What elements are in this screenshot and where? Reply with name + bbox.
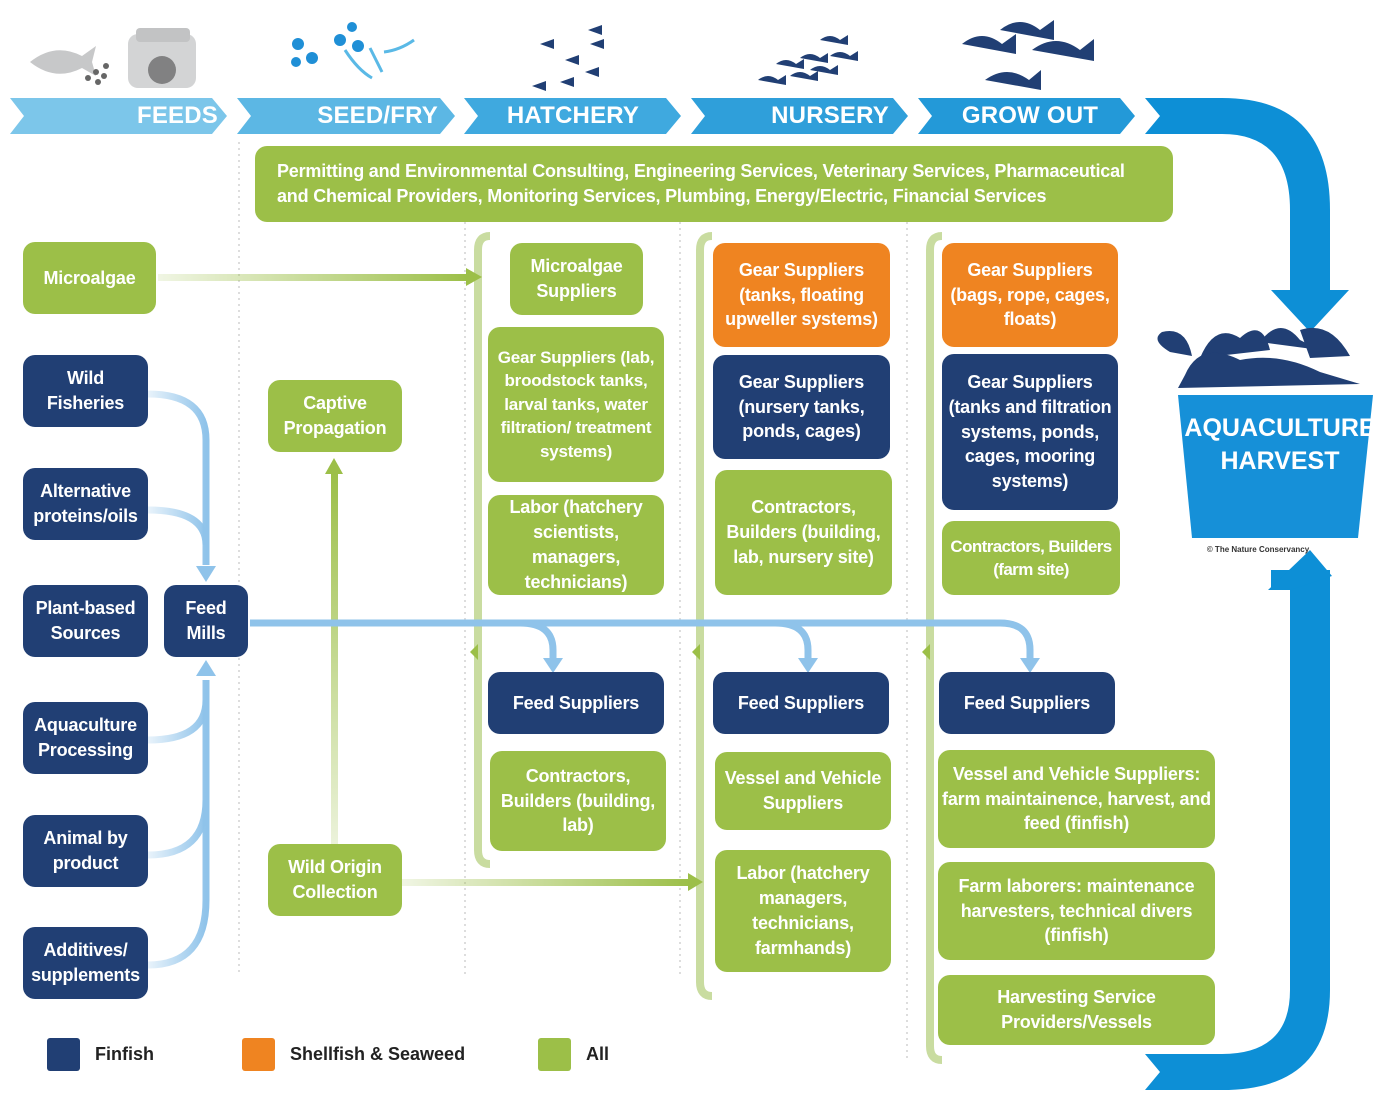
wild-fisheries-box: Wild Fisheries: [23, 355, 148, 427]
feed-mill-distribution-line: [250, 619, 1040, 673]
nursery-labor-box: Labor (hatchery managers, technicians, f…: [715, 850, 891, 972]
growout-farm-laborers-box: Farm laborers: maintenance harvesters, t…: [938, 862, 1215, 960]
growout-icon: [962, 20, 1094, 90]
stage-label-seed-fry: SEED/FRY: [317, 102, 438, 129]
animal-by-product-box: Animal by product: [23, 815, 148, 887]
legend-swatch-finfish: [47, 1038, 80, 1071]
wild-to-captive-arrow: [325, 458, 343, 844]
nursery-gear-finfish-box: Gear Suppliers (nursery tanks, ponds, ca…: [713, 355, 890, 459]
plant-based-sources-box: Plant-based Sources: [23, 585, 148, 657]
alternative-proteins-box: Alternative proteins/oils: [23, 468, 148, 540]
captive-propagation-box: Captive Propagation: [268, 380, 402, 452]
chevron-nursery: [691, 98, 908, 134]
growout-gear-finfish-box: Gear Suppliers (tanks and filtration sys…: [942, 354, 1118, 510]
growout-vessel-suppliers-box: Vessel and Vehicle Suppliers: farm maint…: [938, 750, 1215, 848]
nursery-gear-shellfish-box: Gear Suppliers (tanks, floating upweller…: [713, 243, 890, 347]
chevron-seed: [237, 98, 455, 134]
hatchery-contractors-box: Contractors, Builders (building, lab): [490, 751, 666, 851]
legend-swatch-all: [538, 1038, 571, 1071]
nursery-contractors-box: Contractors, Builders (building, lab, nu…: [715, 470, 892, 595]
hatchery-microalgae-suppliers-box: Microalgae Suppliers: [510, 243, 643, 315]
feeds-icon: [30, 28, 196, 88]
hatchery-icon: [532, 25, 604, 91]
feed-source-connectors: [147, 390, 210, 969]
legend-label-shellfish: Shellfish & Seaweed: [290, 1044, 466, 1064]
harvest-return-arrow: [1145, 570, 1330, 1090]
nursery-feed-suppliers-box: Feed Suppliers: [713, 672, 889, 734]
copyright-notice: © The Nature Conservancy: [1206, 545, 1310, 554]
growout-harvesting-service-box: Harvesting Service Providers/Vessels: [938, 975, 1215, 1045]
microalgae-box: Microalgae: [23, 242, 156, 314]
seed-icon: [291, 22, 415, 80]
legend-swatch-shellfish: [242, 1038, 275, 1071]
chevron-feeds: [10, 98, 227, 134]
aquaculture-harvest-title: AQUACULTURE HARVEST: [1184, 414, 1376, 475]
wild-to-nursery-arrow: [402, 873, 703, 891]
chevron-growout: [918, 98, 1135, 134]
microalgae-arrow: [158, 268, 482, 286]
services-banner: Permitting and Environmental Consulting,…: [255, 146, 1173, 222]
legend-label-all: All: [586, 1044, 610, 1064]
chevron-hatchery: [464, 98, 681, 134]
growout-gear-shellfish-box: Gear Suppliers (bags, rope, cages, float…: [942, 243, 1118, 347]
stage-rails: [470, 232, 943, 1064]
hatchery-labor-box: Labor (hatchery scientists, managers, te…: [488, 495, 664, 595]
growout-contractors-box: Contractors, Builders (farm site): [942, 521, 1120, 595]
aquaculture-processing-box: Aquaculture Processing: [23, 702, 148, 774]
wild-origin-collection-box: Wild Origin Collection: [268, 844, 402, 916]
stage-label-hatchery: HATCHERY: [506, 102, 640, 129]
growout-feed-suppliers-box: Feed Suppliers: [939, 672, 1115, 734]
stage-label-grow-out: GROW OUT: [961, 102, 1099, 129]
stage-chevrons: [10, 98, 1349, 1090]
hatchery-feed-suppliers-box: Feed Suppliers: [488, 672, 664, 734]
harvest-loop-arrow: [1145, 98, 1349, 332]
stage-label-feeds: FEEDS: [136, 102, 218, 129]
harvest-bucket: [1157, 327, 1373, 538]
additives-supplements-box: Additives/ supplements: [23, 927, 148, 999]
harvest-return-head: [1268, 550, 1332, 590]
nursery-vessel-suppliers-box: Vessel and Vehicle Suppliers: [715, 752, 891, 830]
hatchery-gear-suppliers-box: Gear Suppliers (lab, broodstock tanks, l…: [488, 327, 664, 482]
feed-mills-box: Feed Mills: [164, 585, 248, 657]
stage-label-nursery: NURSERY: [771, 102, 889, 129]
legend-label-finfish: Finfish: [95, 1044, 154, 1064]
nursery-icon: [758, 35, 858, 85]
